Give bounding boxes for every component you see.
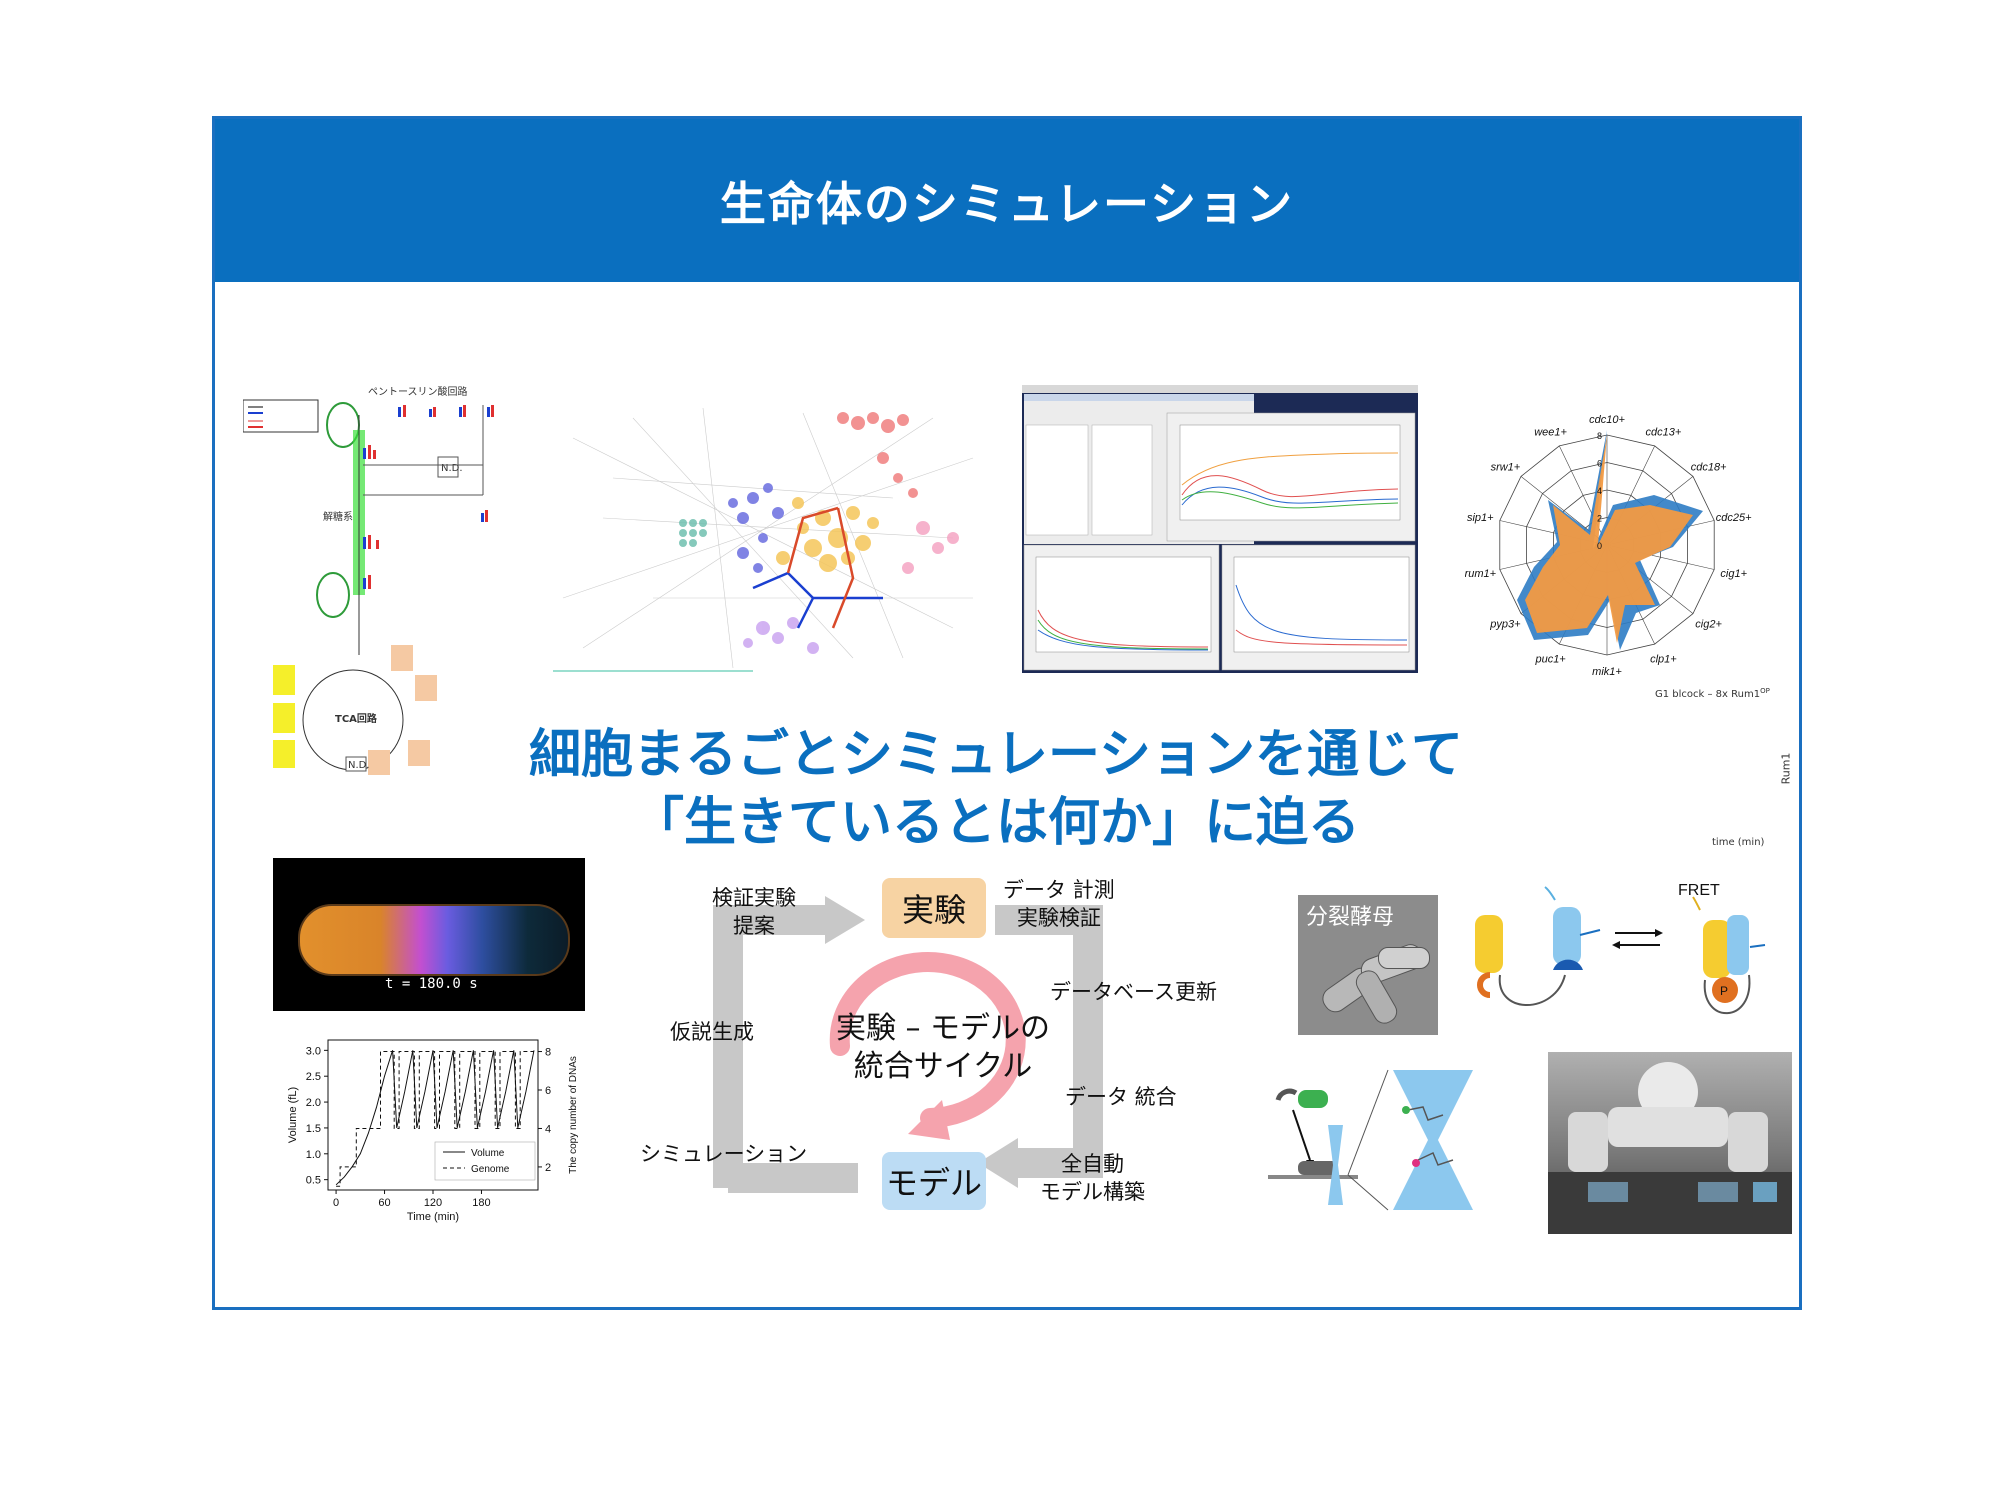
radar-gene-labels: cdc10+ cdc13+ cdc18+ cdc25+ cig1+ cig2+ clp1+ m… bbox=[1465, 414, 1752, 678]
cell-microscopy-image: t = 180.0 s bbox=[273, 858, 585, 1011]
lab-robot-photo bbox=[1548, 1052, 1792, 1234]
measure-line-1: データ 計測 bbox=[1003, 878, 1115, 902]
radar-caption: G1 blcock – 8x Rum1OP bbox=[1655, 687, 1770, 700]
integration-cycle-graphic bbox=[713, 896, 1103, 1193]
svg-text:P: P bbox=[1720, 984, 1728, 998]
radar-gene-label: clp1+ bbox=[1650, 654, 1677, 666]
radar-tick-label: 6 bbox=[1597, 459, 1602, 469]
fret-diagram: FRET P bbox=[1475, 882, 1766, 1015]
radar-gene-label: cdc18+ bbox=[1691, 461, 1727, 473]
auto-line-1: 全自動 bbox=[1061, 1152, 1124, 1176]
radar-time-label: time (min) bbox=[1712, 837, 1765, 848]
y2-tick-label: 8 bbox=[545, 1047, 551, 1059]
optical-setup-diagram bbox=[1268, 1069, 1473, 1211]
series-genome-line bbox=[336, 1051, 534, 1187]
propose-line-2: 提案 bbox=[733, 914, 775, 938]
metabolic-pathway-map: ペントースリン酸回路 解糖系 N.D. TCA回路 N.D. bbox=[243, 385, 494, 775]
pathway-tca-label: TCA回路 bbox=[335, 712, 378, 725]
pathway-glycolysis-label: 解糖系 bbox=[323, 510, 353, 523]
radar-tick-label: 8 bbox=[1597, 431, 1602, 441]
radar-gene-label: mik1+ bbox=[1592, 666, 1622, 678]
fission-yeast-image: 分裂酵母 bbox=[1298, 895, 1438, 1035]
label-simulation: シミュレーション bbox=[640, 1142, 808, 1166]
y2-axis-label: The copy number of DNAs bbox=[568, 1056, 579, 1174]
radar-chart: cdc10+ cdc13+ cdc18+ cdc25+ cig1+ cig2+ clp1+ m… bbox=[1465, 414, 1770, 700]
radar-gene-label: cig2+ bbox=[1695, 619, 1722, 631]
y-tick-label: 3.0 bbox=[306, 1045, 321, 1057]
x-axis-label: Time (min) bbox=[407, 1211, 459, 1223]
pathway-top-label: ペントースリン酸回路 bbox=[368, 385, 468, 398]
label-hypothesis: 仮説生成 bbox=[670, 1020, 754, 1044]
fission-yeast-label: 分裂酵母 bbox=[1306, 905, 1395, 930]
legend-label: Genome bbox=[471, 1164, 510, 1175]
experiment-box: 実験 bbox=[882, 878, 986, 938]
radar-gene-label: cdc10+ bbox=[1589, 414, 1625, 426]
fret-label: FRET bbox=[1678, 882, 1720, 899]
legend-label: Volume bbox=[471, 1148, 505, 1159]
slide-title: 生命体のシミュレーション bbox=[719, 176, 1295, 231]
radar-tick-label: 0 bbox=[1597, 541, 1602, 551]
model-box: モデル bbox=[882, 1152, 986, 1210]
label-data-integration: データ 統合 bbox=[1065, 1085, 1177, 1109]
radar-gene-label: rum1+ bbox=[1465, 568, 1497, 580]
propose-line-1: 検証実験 bbox=[712, 886, 796, 910]
y-tick-label: 2.5 bbox=[306, 1071, 321, 1083]
y2-tick-label: 4 bbox=[545, 1123, 551, 1135]
radar-tick-label: 4 bbox=[1597, 486, 1602, 496]
radar-tick-label: 2 bbox=[1597, 514, 1602, 524]
pathway-nd-2: N.D. bbox=[348, 760, 370, 771]
y-axis-label: Volume (fL) bbox=[287, 1087, 299, 1143]
radar-gene-label: cdc13+ bbox=[1646, 427, 1682, 439]
label-auto-model-building: 全自動 モデル構築 bbox=[1040, 1150, 1145, 1206]
x-tick-label: 120 bbox=[424, 1197, 442, 1209]
radar-gene-label: sip1+ bbox=[1467, 512, 1494, 524]
radar-gene-label: wee1+ bbox=[1534, 427, 1567, 439]
radar-gene-label: srw1+ bbox=[1491, 461, 1521, 473]
slide-header: 生命体のシミュレーション bbox=[215, 119, 1799, 282]
cycle-center-line-1: 実験 – モデルの bbox=[835, 1011, 1051, 1046]
label-database-update: データベース更新 bbox=[1050, 980, 1217, 1004]
pathway-nd-1: N.D. bbox=[441, 463, 463, 474]
network-graph bbox=[553, 407, 974, 672]
headline-line-2: 「生きているとは何か」に迫る bbox=[631, 793, 1360, 853]
ecell-software-screenshot bbox=[1022, 385, 1418, 673]
radar-gene-label: cdc25+ bbox=[1716, 512, 1752, 524]
microscopy-time-label: t = 180.0 s bbox=[385, 976, 478, 992]
y-tick-label: 0.5 bbox=[306, 1175, 321, 1187]
cycle-center-line-2: 統合サイクル bbox=[853, 1049, 1033, 1084]
radar-gene-label: pyp3+ bbox=[1489, 619, 1521, 631]
chart-legend bbox=[434, 1141, 536, 1181]
cycle-center-label: 実験 – モデルの 統合サイクル bbox=[818, 1010, 1068, 1086]
radar-gene-label: cig1+ bbox=[1720, 568, 1747, 580]
label-data-measurement: データ 計測 実験検証 bbox=[1003, 876, 1115, 932]
measure-line-2: 実験検証 bbox=[1016, 906, 1101, 930]
radar-side-label: Rum1 bbox=[1779, 752, 1793, 785]
headline-line-1: 細胞まるごとシミュレーションを通じて bbox=[529, 725, 1463, 785]
y2-tick-label: 6 bbox=[545, 1085, 551, 1097]
y-tick-label: 2.0 bbox=[306, 1097, 321, 1109]
y-tick-label: 1.5 bbox=[306, 1123, 321, 1135]
y-tick-label: 1.0 bbox=[306, 1149, 321, 1161]
x-tick-label: 0 bbox=[333, 1197, 339, 1209]
label-propose-experiment: 検証実験 提案 bbox=[712, 884, 796, 940]
x-tick-label: 180 bbox=[472, 1197, 490, 1209]
radar-gene-label: puc1+ bbox=[1534, 654, 1566, 666]
radar-tick-labels: 8 6 4 2 0 bbox=[1597, 431, 1602, 551]
auto-line-2: モデル構築 bbox=[1040, 1180, 1145, 1204]
x-tick-label: 60 bbox=[378, 1197, 390, 1209]
y2-tick-label: 2 bbox=[545, 1162, 551, 1174]
